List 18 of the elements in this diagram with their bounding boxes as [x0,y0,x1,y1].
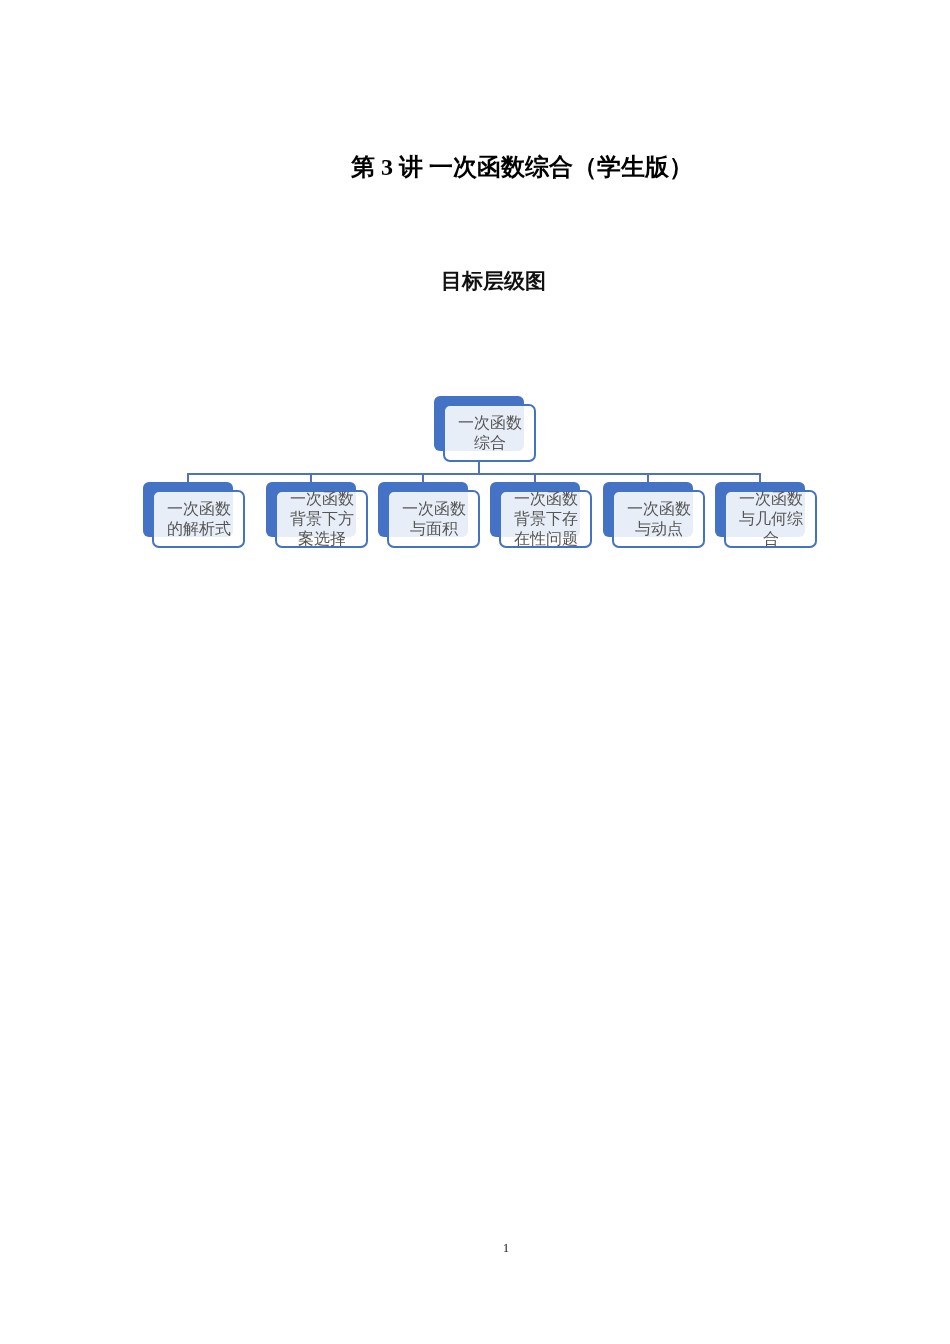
page-number: 1 [502,1240,510,1256]
topic-label: 一次函数与几何综合 [737,489,804,549]
topic-label: 一次函数的解析式 [165,499,232,539]
topic-label: 一次函数与面积 [400,499,467,539]
hierarchy-box [603,482,705,548]
topic-label: 一次函数综合 [456,413,523,453]
section-heading: 目标层级图 [440,268,546,294]
hierarchy-box [143,482,245,548]
topic-label: 一次函数背景下方案选择 [288,489,355,549]
topic-label: 一次函数与动点 [625,499,692,539]
hierarchy-box [490,482,592,548]
page-title: 第 3 讲 一次函数综合（学生版） [351,153,693,182]
hierarchy-box [266,482,368,548]
hierarchy-box [434,396,536,462]
hierarchy-box [715,482,817,548]
hierarchy-box [378,482,480,548]
topic-label: 一次函数背景下存在性问题 [512,489,579,549]
connector-line [478,461,761,483]
